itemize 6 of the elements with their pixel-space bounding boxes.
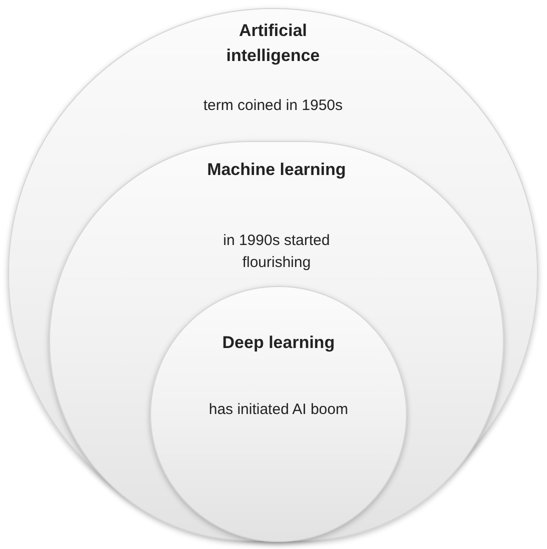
circle-heading: Deep learning bbox=[221, 332, 336, 354]
circle-description: in 1990s started flourishing bbox=[222, 231, 331, 273]
circle-heading: Machine learning bbox=[206, 159, 347, 181]
circle-heading: Artificial intelligence bbox=[225, 20, 321, 67]
circle-description: term coined in 1950s bbox=[202, 96, 344, 116]
circle-description: has initiated AI boom bbox=[208, 400, 350, 420]
